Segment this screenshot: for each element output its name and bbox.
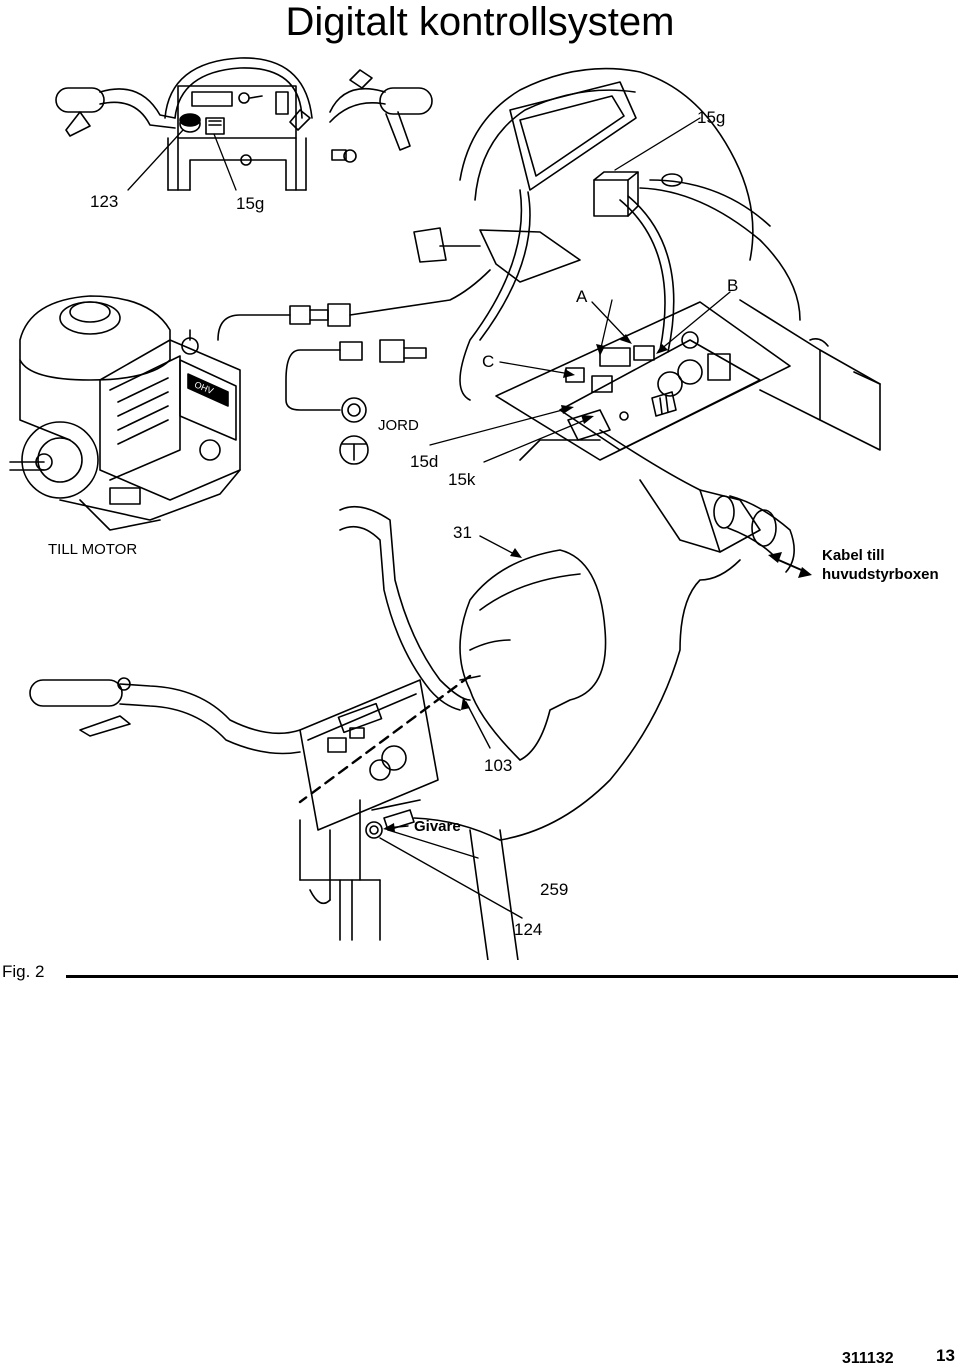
- top-leaders: [127, 117, 701, 191]
- callout-b: B: [727, 276, 739, 295]
- callout-15d: 15d: [410, 452, 439, 471]
- callout-till-motor: TILL MOTOR: [48, 541, 138, 558]
- control-board: [495, 299, 881, 461]
- board-leaders: [429, 291, 731, 463]
- figure-rule: [66, 975, 958, 978]
- page-title: Digitalt kontrollsystem: [285, 0, 675, 44]
- lower-leaders: [379, 535, 523, 919]
- cable-arrow: [773, 557, 807, 573]
- callout-c: C: [482, 352, 495, 371]
- pump-shroud: [459, 549, 607, 761]
- board-arrowheads: [561, 334, 668, 424]
- lower-handlebar-assembly: [29, 505, 519, 960]
- callout-15g-lower: 15g: [236, 194, 265, 213]
- callout-a: A: [576, 287, 588, 306]
- lower-arrowheads: [383, 548, 522, 832]
- callout-259: 259: [540, 880, 569, 899]
- callout-31: 31: [453, 523, 472, 542]
- engine-wire: [217, 269, 491, 465]
- dashed-cable-route: [298, 674, 472, 804]
- callout-124: 124: [514, 920, 543, 939]
- callout-kabel-line2: huvudstyrboxen: [822, 566, 939, 583]
- conduit-box: [499, 429, 795, 841]
- callout-jord: JORD: [378, 417, 419, 434]
- shroud-assembly: [413, 67, 801, 401]
- figure-label: Fig. 2: [2, 962, 45, 981]
- cable-arrowheads: [768, 552, 812, 578]
- top-handlebar-assembly: [55, 57, 433, 191]
- callout-kabel-line1: Kabel till: [822, 547, 885, 564]
- callout-15g-upper: 15g: [697, 108, 726, 127]
- wiring-illustration: OHV: [9, 57, 881, 960]
- engine: OHV: [9, 295, 241, 531]
- callout-15k: 15k: [448, 470, 476, 489]
- document-number: 311132: [842, 1350, 894, 1367]
- callout-givare: Givare: [414, 818, 461, 835]
- callout-103: 103: [484, 756, 513, 775]
- page-number: 13: [936, 1346, 955, 1365]
- callout-123: 123: [90, 192, 119, 211]
